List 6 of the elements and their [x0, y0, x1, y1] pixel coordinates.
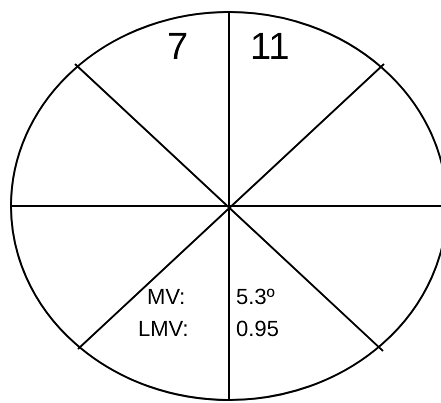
- measure-label: LMV:: [138, 318, 189, 340]
- sector-number: 7: [167, 28, 188, 66]
- measure-label: MV:: [147, 286, 186, 308]
- sector-number: 11: [250, 28, 290, 66]
- measure-value: 0.95: [236, 318, 279, 340]
- measure-value: 5.3º: [236, 286, 275, 308]
